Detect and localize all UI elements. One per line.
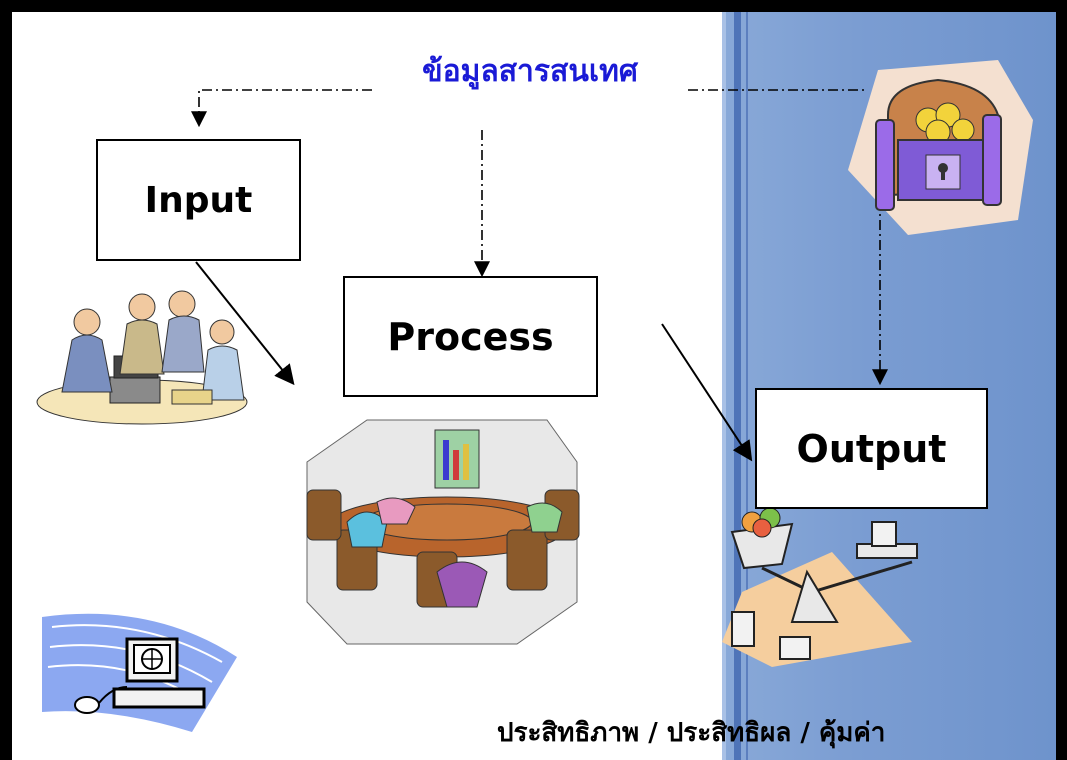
slide: ข้อมูลสารสนเทศ Input Process Output ประส…	[12, 12, 1056, 760]
scale-icon	[722, 507, 918, 667]
information-title: ข้อมูลสารสนเทศ	[422, 54, 638, 89]
process-to-output-arrow	[661, 323, 753, 462]
process-box: Process	[343, 276, 598, 397]
treasure-chest-icon	[848, 60, 1033, 235]
info-to-input-connector	[191, 89, 372, 128]
people-at-laptop-icon	[36, 290, 248, 425]
panel-line	[746, 12, 748, 760]
output-box: Output	[755, 388, 988, 509]
input-to-process-arrow	[195, 261, 295, 386]
process-label: Process	[387, 314, 554, 359]
footer-text: ประสิทธิภาพ / ประสิทธิผล / คุ้มค่า	[497, 718, 886, 748]
computer-icon	[42, 613, 237, 732]
meeting-table-icon	[306, 419, 580, 645]
connectors	[191, 89, 888, 462]
panel-stripe	[734, 12, 741, 760]
input-box: Input	[96, 139, 301, 261]
input-label: Input	[144, 179, 253, 221]
output-label: Output	[796, 426, 947, 471]
